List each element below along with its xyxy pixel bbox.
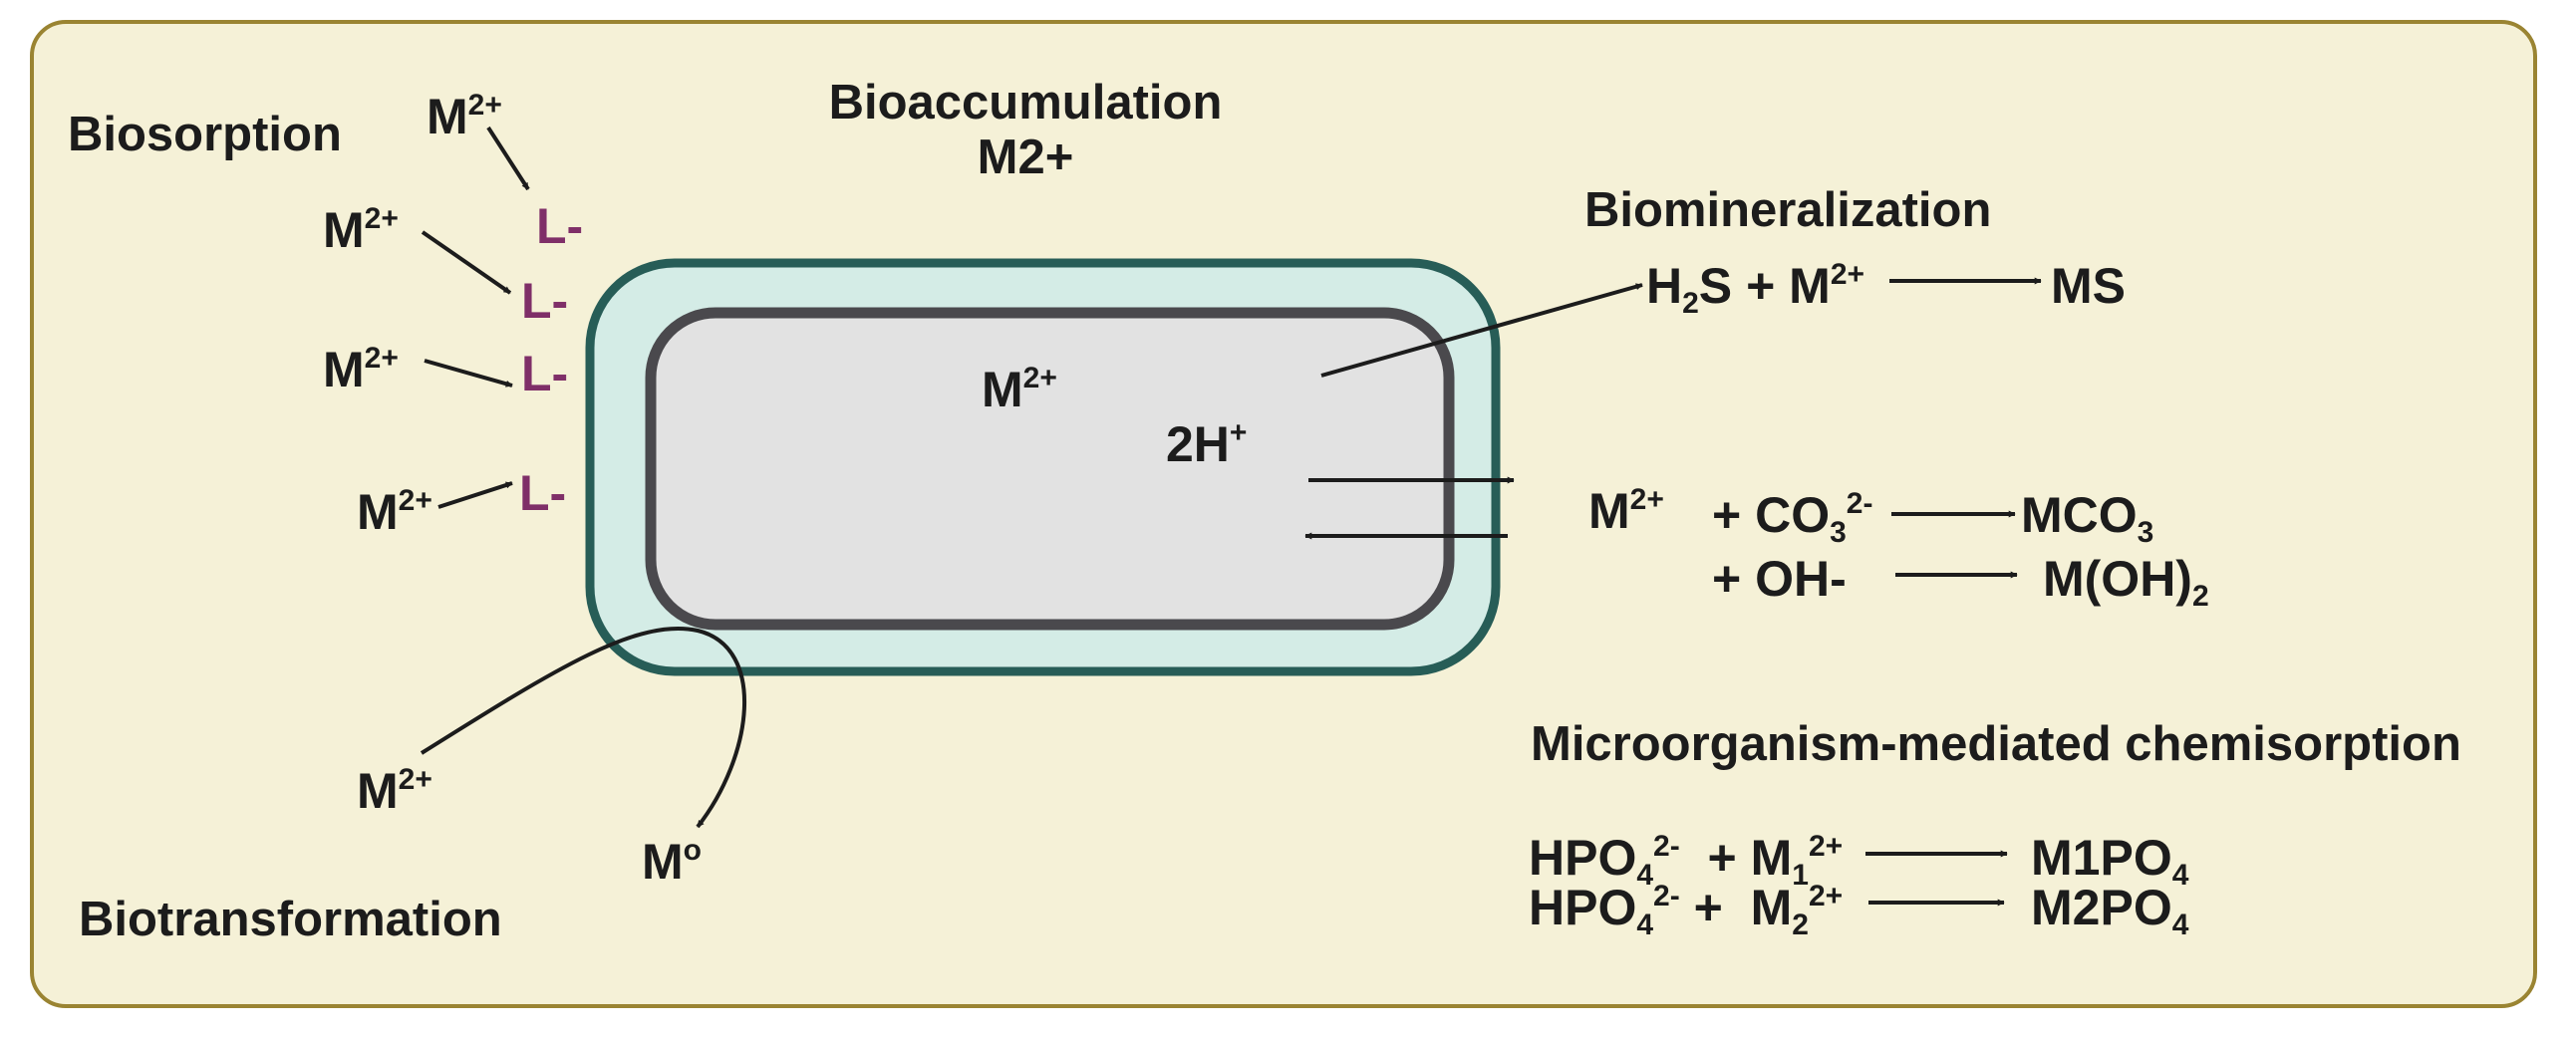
bioaccumulation-subtitle: M2+: [977, 130, 1074, 184]
phosphate-reactant-2: HPO42- + M22+: [1529, 880, 1844, 941]
biomineralization-arrow: [1320, 283, 1643, 378]
biotransformation-metal: M2+: [357, 763, 432, 819]
cell-membrane: [645, 307, 1455, 631]
biosorption-metal-4: M2+: [357, 484, 432, 540]
ligand-3: L-: [521, 346, 569, 401]
phosphate-reactant-1: HPO42- + M12+: [1529, 830, 1844, 892]
phosphate-product-1: M1PO4: [2031, 830, 2189, 892]
biosorption-metal-2: M2+: [323, 202, 399, 258]
reduced-metal: Mo: [642, 834, 702, 890]
biotransformation-heading: Biotransformation: [79, 893, 502, 946]
biosorption-arrow-2: [421, 230, 512, 295]
biotransformation-arrow: [420, 626, 747, 829]
bioaccumulation-title: Bioaccumulation: [828, 76, 1223, 130]
biomineralization-product: MS: [2051, 258, 2126, 314]
biomineralization-reactants: H2S + M2+: [1646, 258, 1865, 320]
hydroxide-reactant: + OH-: [1712, 551, 1847, 607]
ligand-4: L-: [519, 465, 567, 521]
biosorption-arrow-1: [486, 126, 530, 191]
cell-metal-ion: M2+: [982, 362, 1057, 417]
ligand-2: L-: [521, 273, 569, 329]
ligand-1: L-: [536, 198, 584, 254]
carbonate-metal: M2+: [1588, 483, 1664, 539]
hydroxide-product: M(OH)2: [2043, 551, 2209, 613]
carbonate-reactant: + CO32-: [1712, 487, 1873, 549]
carbonate-product: MCO3: [2021, 487, 2154, 549]
phosphate-product-2: M2PO4: [2031, 880, 2189, 941]
biosorption-arrow-3: [424, 359, 513, 388]
biosorption-metal-1: M2+: [427, 89, 502, 144]
biosorption-heading: Biosorption: [68, 108, 342, 161]
biomineralization-heading: Biomineralization: [1584, 183, 1992, 237]
chemisorption-heading: Microorganism-mediated chemisorption: [1531, 717, 2461, 771]
bioaccumulation-heading: Bioaccumulation M2+: [826, 79, 1225, 182]
cell-protons: 2H+: [1166, 416, 1248, 472]
biosorption-metal-3: M2+: [323, 342, 399, 397]
biosorption-arrow-4: [437, 481, 513, 509]
